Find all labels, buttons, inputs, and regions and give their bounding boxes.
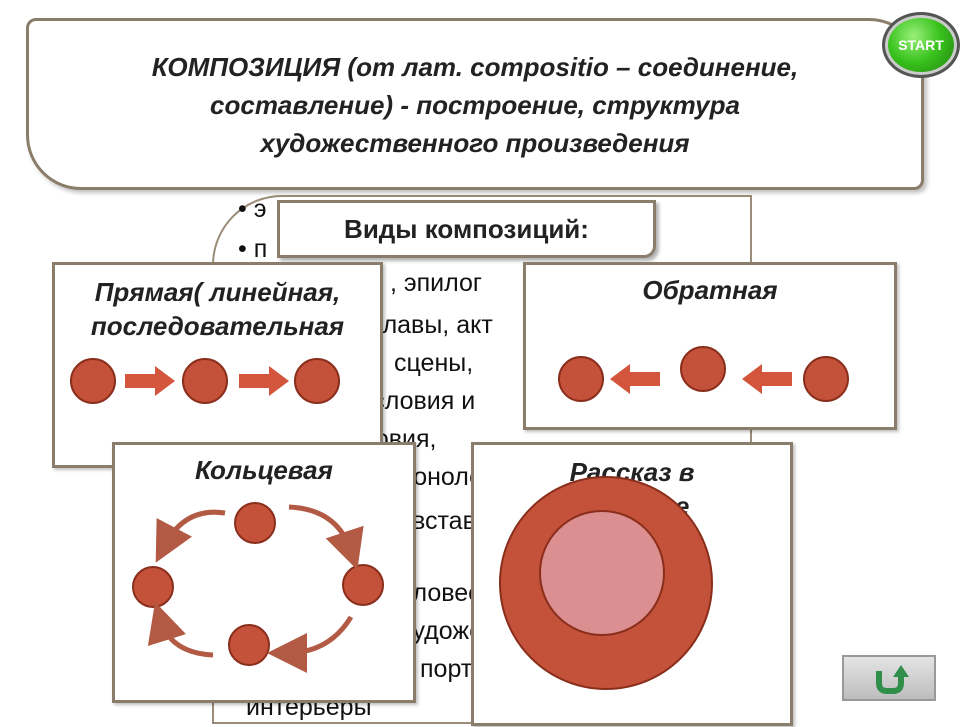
- ring-arrow-2-icon: [288, 504, 364, 570]
- direct-arrow-2-icon: [239, 366, 289, 396]
- start-button[interactable]: START: [882, 12, 960, 78]
- bg-text-glavy: главы, акт: [374, 311, 493, 339]
- card-direct-title-1: Прямая( линейная,: [94, 277, 341, 307]
- bullet-item-2: • п: [238, 235, 268, 263]
- start-button-label: START: [898, 37, 944, 53]
- return-button[interactable]: [842, 655, 936, 701]
- card-ring-title: Кольцевая: [195, 455, 333, 485]
- definition-line-1: КОМПОЗИЦИЯ (от лат. compositio – соедине…: [151, 52, 799, 82]
- reverse-diagram: [558, 346, 849, 402]
- card-ring[interactable]: Кольцевая: [112, 442, 416, 703]
- reverse-circle-3: [803, 356, 849, 402]
- ring-arrow-4-icon: [147, 601, 214, 658]
- card-direct-title-2: последовательная: [90, 311, 345, 341]
- ring-circle-left: [132, 566, 174, 608]
- ring-circle-bottom: [228, 624, 270, 666]
- reverse-arrow-2-icon: [742, 364, 792, 394]
- story-inner-circle: [539, 510, 665, 636]
- ring-arrow-1-icon: [155, 509, 226, 563]
- bg-text-epilog: , эпилог: [390, 269, 483, 297]
- direct-arrow-1-icon: [125, 366, 175, 396]
- bg-text-sceny: сцены,: [394, 349, 474, 377]
- direct-circle-1: [70, 358, 116, 404]
- direct-diagram: [70, 358, 340, 404]
- direct-circle-3: [294, 358, 340, 404]
- card-reverse[interactable]: Обратная: [523, 262, 897, 430]
- ring-circle-right: [342, 564, 384, 606]
- direct-circle-2: [182, 358, 228, 404]
- definition-text: КОМПОЗИЦИЯ (от лат. compositio – соедине…: [60, 48, 890, 162]
- bullet-item-1: • э: [238, 195, 267, 223]
- ring-diagram: [132, 502, 384, 673]
- definition-line-3: художественного произведения: [260, 128, 690, 158]
- card-direct[interactable]: Прямая( линейная, последовательная: [52, 262, 383, 468]
- reverse-circle-2: [680, 346, 726, 392]
- definition-box: [26, 18, 924, 190]
- reverse-arrow-1-icon: [610, 364, 660, 394]
- ring-arrow-3-icon: [267, 615, 354, 673]
- return-arrow-icon: [876, 665, 909, 694]
- types-header: Виды композиций:: [277, 200, 656, 258]
- reverse-circle-1: [558, 356, 604, 402]
- story-diagram: [499, 476, 713, 690]
- card-story-in-story[interactable]: Рассказ в рассказе: [471, 442, 793, 726]
- card-reverse-title: Обратная: [642, 275, 778, 305]
- ring-circle-top: [234, 502, 276, 544]
- definition-line-2: составление) - построение, структура: [210, 90, 740, 120]
